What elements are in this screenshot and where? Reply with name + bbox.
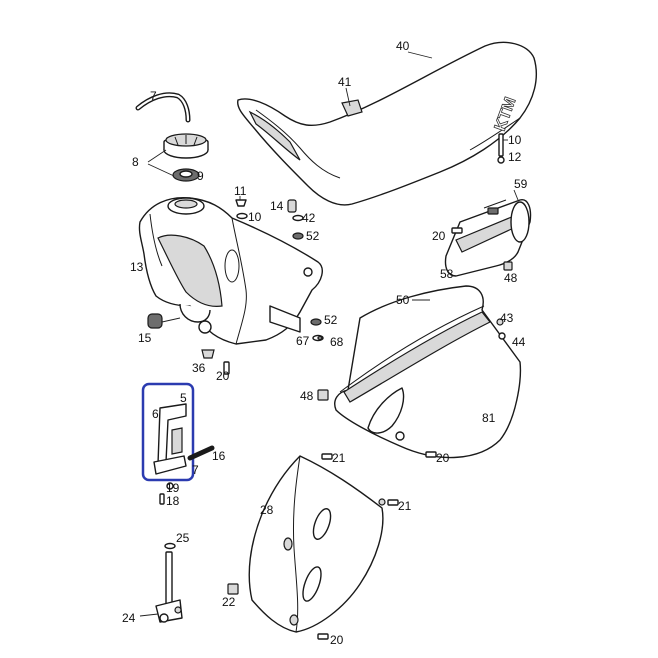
toolbox-nut-part[interactable]: [503, 261, 513, 271]
shroud-mount-upper: [283, 537, 293, 551]
label-52a[interactable]: 52: [306, 229, 320, 243]
side-cover-screws-part[interactable]: [496, 318, 506, 340]
label-24[interactable]: 24: [122, 611, 136, 625]
seat-bolt-part[interactable]: [497, 133, 505, 164]
label-6[interactable]: 6: [152, 407, 159, 421]
label-18[interactable]: 18: [166, 494, 180, 508]
seat-strap: [341, 99, 363, 117]
label-19[interactable]: 19: [166, 481, 180, 495]
label-12[interactable]: 12: [508, 150, 522, 164]
fuel-tap-part[interactable]: [155, 551, 183, 623]
label-20d[interactable]: 20: [330, 633, 344, 647]
label-13[interactable]: 13: [130, 260, 144, 274]
tank-lower-lug: [179, 303, 211, 323]
label-20b[interactable]: 20: [216, 369, 230, 383]
label-52b[interactable]: 52: [324, 313, 338, 327]
label-7a[interactable]: 7: [150, 89, 157, 103]
label-15[interactable]: 15: [138, 331, 152, 345]
label-21a[interactable]: 21: [332, 451, 346, 465]
shroud-vent-upper: [312, 508, 332, 540]
label-67[interactable]: 67: [296, 334, 310, 348]
label-41[interactable]: 41: [338, 75, 352, 89]
label-11[interactable]: 11: [234, 184, 247, 198]
side-cover-part[interactable]: [334, 285, 522, 459]
label-9[interactable]: 9: [197, 169, 204, 183]
shroud-mount-lower: [289, 614, 299, 626]
shroud-bolt-bottom-part[interactable]: [317, 633, 329, 640]
label-20a[interactable]: 20: [432, 229, 446, 243]
fuel-tank-part[interactable]: [138, 197, 323, 345]
label-68[interactable]: 68: [330, 335, 344, 349]
highlight-box: [141, 382, 195, 482]
tank-spacer-part[interactable]: [287, 199, 304, 240]
label-28[interactable]: 28: [260, 503, 274, 517]
label-20c[interactable]: 20: [436, 451, 450, 465]
tank-lower-mount: [198, 320, 212, 334]
label-25[interactable]: 25: [176, 531, 190, 545]
label-8[interactable]: 8: [132, 155, 139, 169]
leader-24: [139, 613, 159, 617]
tank-grommet-part[interactable]: [147, 313, 181, 329]
leader-41: [345, 87, 351, 107]
label-36[interactable]: 36: [192, 361, 206, 375]
label-21b[interactable]: 21: [398, 499, 412, 513]
radiator-shroud-part[interactable]: [248, 455, 384, 633]
side-cover-hole: [395, 431, 405, 441]
label-50[interactable]: 50: [396, 293, 410, 307]
tank-shroud-shade: [157, 234, 223, 307]
tank-bolt-part[interactable]: [235, 199, 248, 220]
label-40[interactable]: 40: [396, 39, 410, 53]
leader-59: [513, 189, 519, 201]
fuel-line-part[interactable]: [187, 445, 215, 461]
label-14[interactable]: 14: [270, 199, 284, 213]
side-cover-cutout: [367, 387, 405, 434]
tank-mount-bracket: [269, 305, 301, 333]
fuel-tap-oring-part[interactable]: [164, 542, 176, 550]
label-44[interactable]: 44: [512, 335, 526, 349]
label-10b[interactable]: 10: [248, 210, 262, 224]
leader-40: [407, 51, 433, 59]
side-cover-bolt-part[interactable]: [425, 451, 437, 458]
fuel-cap-part[interactable]: [163, 133, 209, 159]
label-42[interactable]: 42: [302, 211, 316, 225]
breather-hose-inner: [136, 93, 190, 122]
tank-mount-hole: [303, 267, 313, 277]
toolbox-part[interactable]: [444, 199, 532, 277]
label-5[interactable]: 5: [180, 391, 187, 405]
label-43[interactable]: 43: [500, 311, 514, 325]
label-81[interactable]: 81: [482, 411, 496, 425]
tank-lower-bolt-part[interactable]: [201, 349, 230, 375]
label-48b[interactable]: 48: [300, 389, 314, 403]
tank-rear-mount-part[interactable]: [310, 318, 324, 342]
fuel-cap-seal-part[interactable]: [172, 168, 200, 182]
toolbox-screw-part[interactable]: [451, 227, 463, 234]
label-16[interactable]: 16: [212, 449, 226, 463]
shroud-screw-top-part[interactable]: [321, 453, 333, 460]
leader-8b: [147, 163, 175, 177]
shroud-screw-right-part[interactable]: [378, 498, 399, 506]
leader-8a: [147, 149, 167, 163]
seat-base-shadow: [248, 110, 301, 161]
fuel-tap-fasteners-part[interactable]: [159, 482, 174, 505]
side-cover-nut-part[interactable]: [317, 389, 329, 401]
label-58[interactable]: 58: [440, 267, 454, 281]
seat-part[interactable]: KTM: [237, 41, 537, 206]
label-7b[interactable]: 7: [192, 463, 199, 477]
label-48a[interactable]: 48: [504, 271, 518, 285]
label-10a[interactable]: 10: [508, 133, 522, 147]
label-22[interactable]: 22: [222, 595, 236, 609]
shroud-nut-part[interactable]: [227, 583, 239, 595]
label-59[interactable]: 59: [514, 177, 528, 191]
fuel-tap-bracket-part[interactable]: [153, 403, 187, 475]
shroud-vent-lower: [302, 566, 322, 602]
